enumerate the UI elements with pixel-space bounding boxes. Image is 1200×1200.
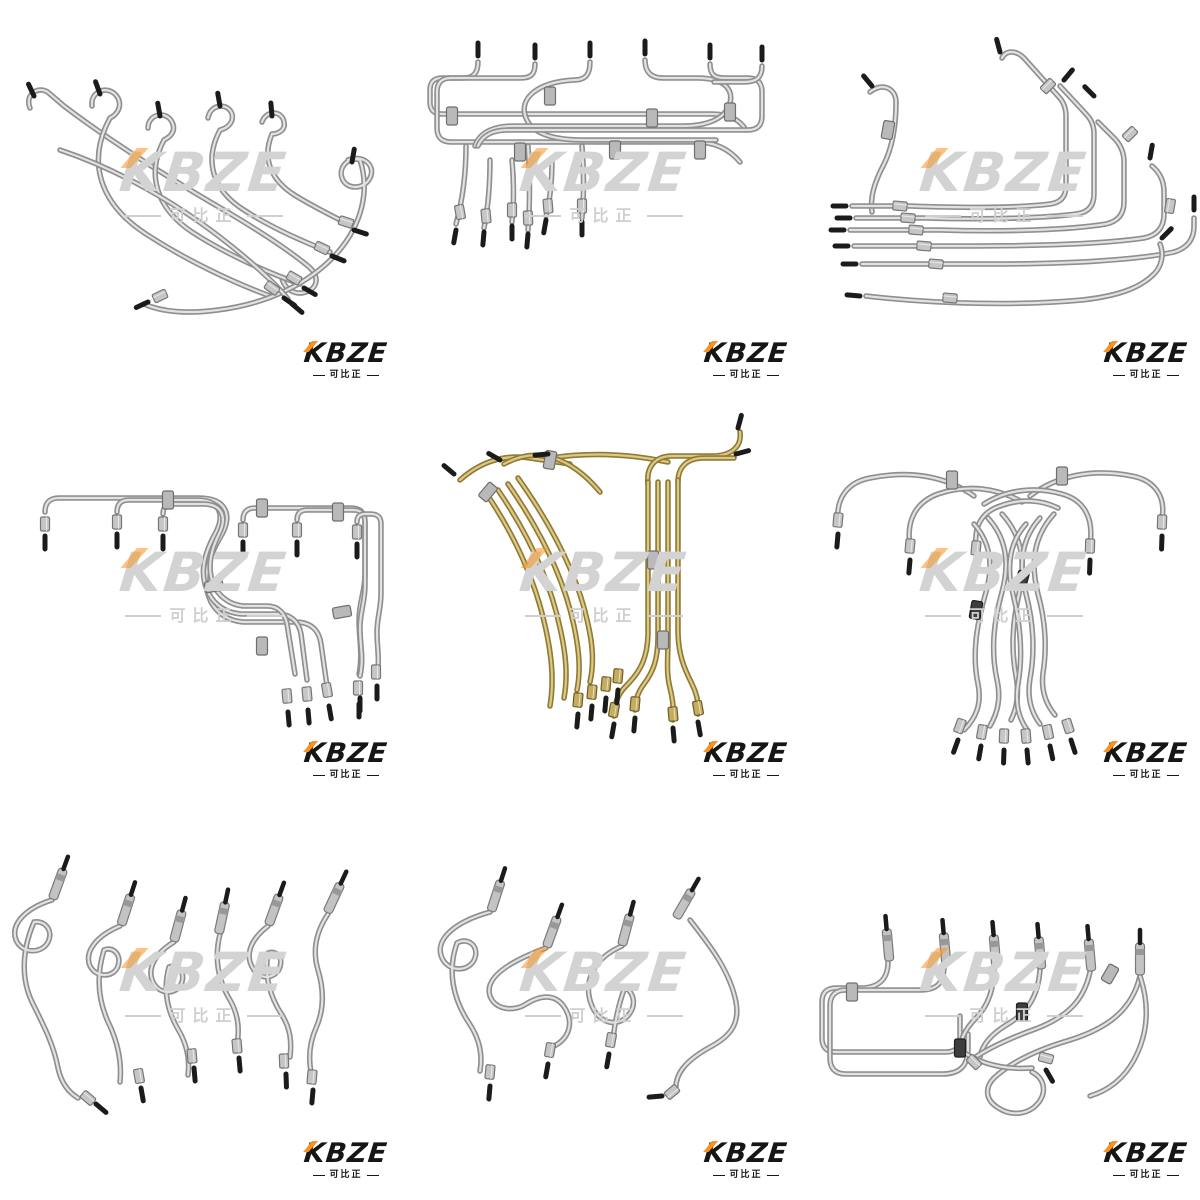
pipe-artwork	[39, 490, 384, 728]
pipe-artwork	[427, 38, 765, 250]
pipe-artwork	[441, 412, 752, 744]
pipe-artwork	[819, 913, 1149, 1116]
product-photo-cell-5: KBZE 可比正 KBZE 可比正	[400, 400, 800, 800]
product-photo-cell-2: KBZE 可比正 KBZE 可比正	[400, 0, 800, 400]
product-photo-cell-6: KBZE 可比正 KBZE 可比正	[800, 400, 1200, 800]
pipe-artwork	[437, 866, 740, 1102]
pipe-artwork	[25, 79, 375, 315]
product-photo-cell-1: KBZE 可比正 KBZE 可比正	[0, 0, 400, 400]
pipe-artwork	[828, 36, 1197, 307]
product-photo-cell-7: KBZE 可比正 KBZE 可比正	[0, 800, 400, 1200]
product-photo-cell-8: KBZE 可比正 KBZE 可比正	[400, 800, 800, 1200]
product-photo-cell-9: KBZE 可比正 KBZE 可比正	[800, 800, 1200, 1200]
pipe-artwork	[12, 854, 349, 1115]
pipe-artwork	[832, 466, 1168, 766]
product-photo-cell-4: KBZE 可比正 KBZE 可比正	[0, 400, 400, 800]
product-photo-cell-3: KBZE 可比正 KBZE 可比正	[800, 0, 1200, 400]
